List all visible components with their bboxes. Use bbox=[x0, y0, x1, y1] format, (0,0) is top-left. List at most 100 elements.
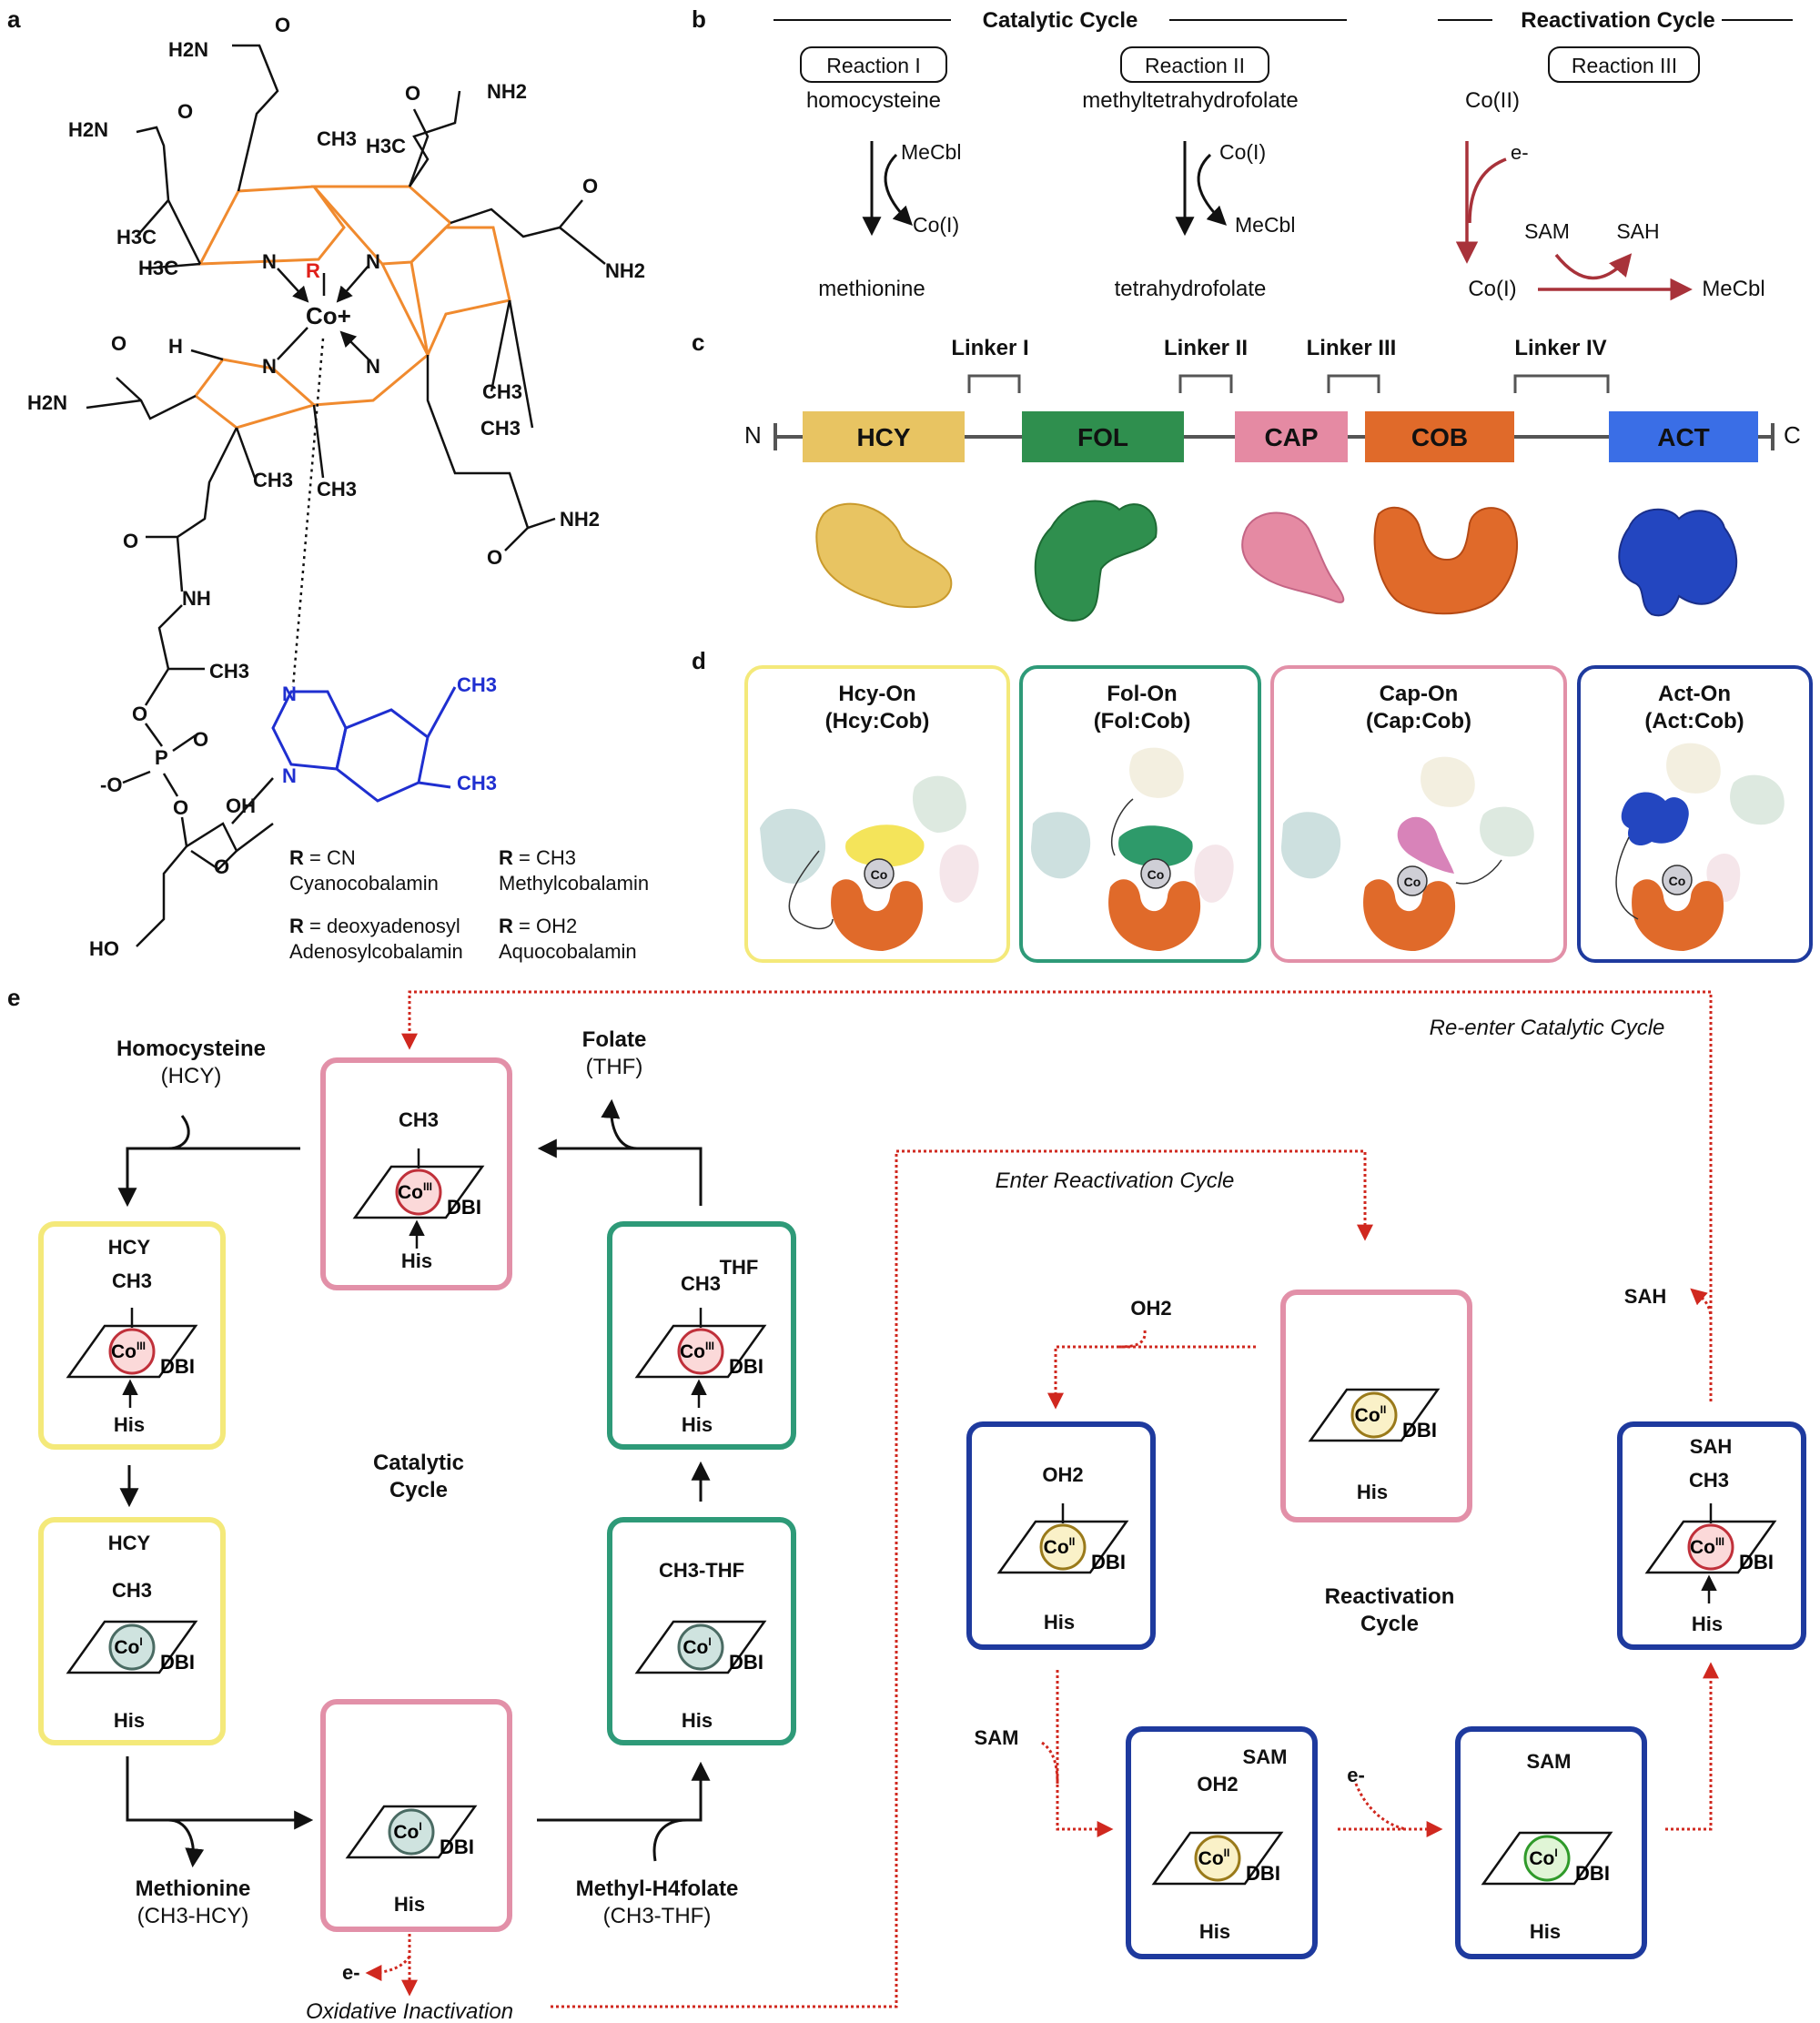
corrin-ring-d bbox=[193, 358, 318, 430]
dbi-ch3-2: CH3 bbox=[457, 772, 497, 794]
cobalt-circle bbox=[1523, 1835, 1571, 1882]
linker-1-label: Linker I bbox=[951, 336, 1028, 360]
h-atom: H bbox=[168, 335, 183, 358]
domain-cap-bar bbox=[1235, 411, 1348, 462]
n-atom-2: N bbox=[366, 250, 380, 273]
dbi-label: DBI bbox=[1246, 1862, 1280, 1885]
state-hcy-on-sub: (Hcy:Cob) bbox=[825, 709, 930, 733]
ch3-bottom-a: CH3 bbox=[253, 469, 293, 491]
box-react-sam-oh2-co2 bbox=[1126, 1726, 1318, 1959]
cobalt-oxidation-label: CoI bbox=[682, 1635, 711, 1658]
cobalt-circle bbox=[677, 1623, 724, 1671]
p-atom: P bbox=[155, 746, 168, 769]
enter-label: Enter Reactivation Cycle bbox=[996, 1168, 1235, 1193]
box-react-sah-co3 bbox=[1617, 1421, 1806, 1650]
h2n-left1: H2N bbox=[68, 118, 108, 141]
o-right2: O bbox=[582, 175, 598, 197]
linker-4-label: Linker IV bbox=[1514, 336, 1606, 360]
reaction-2-label: Reaction II bbox=[1145, 54, 1245, 77]
homocysteine-abbr: (HCY) bbox=[161, 1064, 222, 1088]
top-box-ch3: CH3 bbox=[399, 1108, 439, 1131]
n-atom-4: N bbox=[366, 355, 380, 378]
yb2-hcy: HCY bbox=[108, 1532, 151, 1554]
o-phosphate-2: O bbox=[193, 728, 208, 751]
svg-text:R = CN: R = CN bbox=[289, 846, 356, 869]
box-thf-co3 bbox=[607, 1221, 796, 1450]
reaction-3-sam: SAM bbox=[1524, 219, 1570, 243]
state-act-on-sub: (Act:Cob) bbox=[1644, 709, 1744, 733]
n-terminus: N bbox=[744, 421, 762, 449]
reaction-3-label: Reaction III bbox=[1572, 54, 1677, 77]
yb2-ch3: CH3 bbox=[112, 1579, 152, 1602]
svg-text:R = deoxyadenosyl: R = deoxyadenosyl bbox=[289, 915, 460, 937]
n-atom-3: N bbox=[262, 355, 277, 378]
reaction-2-product: tetrahydrofolate bbox=[1115, 277, 1267, 301]
dbi-label: DBI bbox=[160, 1355, 195, 1378]
domain-fol-bar bbox=[1022, 411, 1184, 462]
corrin-ring-a bbox=[197, 185, 346, 266]
box-react-sam-co1 bbox=[1455, 1726, 1647, 1959]
cobalt-circle bbox=[395, 1168, 442, 1216]
yb1-ch3: CH3 bbox=[112, 1269, 152, 1292]
h3c-left-a: H3C bbox=[116, 226, 157, 248]
reaction-2-substrate: methyltetrahydrofolate bbox=[1082, 88, 1298, 113]
domain-act-label: ACT bbox=[1657, 423, 1710, 451]
dbi-benzene bbox=[335, 708, 430, 803]
o-right-top: O bbox=[405, 82, 420, 105]
methionine-label: Methionine bbox=[136, 1876, 251, 1901]
catalytic-cycle-label-2: Cycle bbox=[389, 1478, 448, 1502]
reactivation-cycle-title: Reactivation Cycle bbox=[1521, 8, 1714, 33]
dbi-label: DBI bbox=[160, 1651, 195, 1674]
reaction-1-product: methionine bbox=[818, 277, 925, 301]
c-terminus: C bbox=[1784, 421, 1801, 449]
domain-hcy-label: HCY bbox=[856, 423, 910, 451]
state-cap-on-sub: (Cap:Cob) bbox=[1366, 709, 1471, 733]
cobalt-circle bbox=[1194, 1835, 1241, 1882]
cobalt-circle bbox=[1350, 1391, 1398, 1439]
domain-hcy-bar bbox=[803, 411, 965, 462]
catalytic-cycle-label-1: Catalytic bbox=[373, 1451, 464, 1475]
sam-react: SAM bbox=[975, 1726, 1019, 1749]
ho-ribose: HO bbox=[89, 937, 119, 960]
reaction-2-cofactor-out: MeCbl bbox=[1235, 213, 1295, 237]
cap-domain-blob bbox=[1241, 511, 1345, 603]
plate-cat-top: CoIII DBI bbox=[352, 1148, 485, 1249]
gb1-his: His bbox=[682, 1413, 713, 1436]
panel-d-conformations: Hcy-On (Hcy:Cob) Co Fol-On (Fol:Cob) Co bbox=[744, 665, 1813, 963]
panel-a-cobalamin-structure: Co+ R N N N N H2N O H2N O CH3 H3C O NH2 … bbox=[27, 14, 649, 963]
rb2-sam: SAM bbox=[1243, 1745, 1288, 1768]
panel-b-reactions: Catalytic Cycle Reactivation Cycle React… bbox=[774, 8, 1793, 301]
yb2-his: His bbox=[114, 1709, 145, 1732]
dbi-label: DBI bbox=[447, 1196, 481, 1219]
o-left1: O bbox=[177, 100, 193, 123]
co-label-1: Co bbox=[871, 867, 888, 882]
reaction-1-label: Reaction I bbox=[826, 54, 921, 77]
top-box-his: His bbox=[401, 1249, 432, 1272]
cobalt-circle bbox=[1039, 1523, 1087, 1571]
rb1-his: His bbox=[1044, 1611, 1075, 1634]
state-fol-on-sub: (Fol:Cob) bbox=[1094, 709, 1191, 733]
nh-label: NH bbox=[182, 587, 211, 610]
ch3-right-a: CH3 bbox=[482, 380, 522, 403]
svg-text:Adenosylcobalamin: Adenosylcobalamin bbox=[289, 940, 463, 963]
cobalt-oxidation-label: CoIII bbox=[398, 1180, 432, 1203]
ch3-right-b: CH3 bbox=[480, 417, 521, 440]
reaction-3-label-box bbox=[1548, 46, 1700, 83]
act-domain-blob bbox=[1618, 508, 1738, 617]
linker-3-label: Linker III bbox=[1307, 336, 1397, 360]
box-ch3thf-co1 bbox=[607, 1517, 796, 1745]
cobalt-oxidation-label: CoI bbox=[393, 1820, 421, 1843]
state-hcy-on-title: Hcy-On bbox=[838, 682, 915, 706]
dbi-label: DBI bbox=[729, 1651, 763, 1674]
methyl-folate-abbr: (CH3-THF) bbox=[603, 1904, 712, 1928]
svg-text:Cyanocobalamin: Cyanocobalamin bbox=[289, 872, 439, 895]
panel-letter-b: b bbox=[692, 5, 706, 33]
oxidative-label: Oxidative Inactivation bbox=[306, 1999, 513, 2023]
gb1-thf: THF bbox=[720, 1256, 759, 1279]
reaction-2-label-box bbox=[1120, 46, 1269, 83]
cobalt-circle bbox=[677, 1328, 724, 1375]
rb2-his: His bbox=[1199, 1920, 1230, 1943]
